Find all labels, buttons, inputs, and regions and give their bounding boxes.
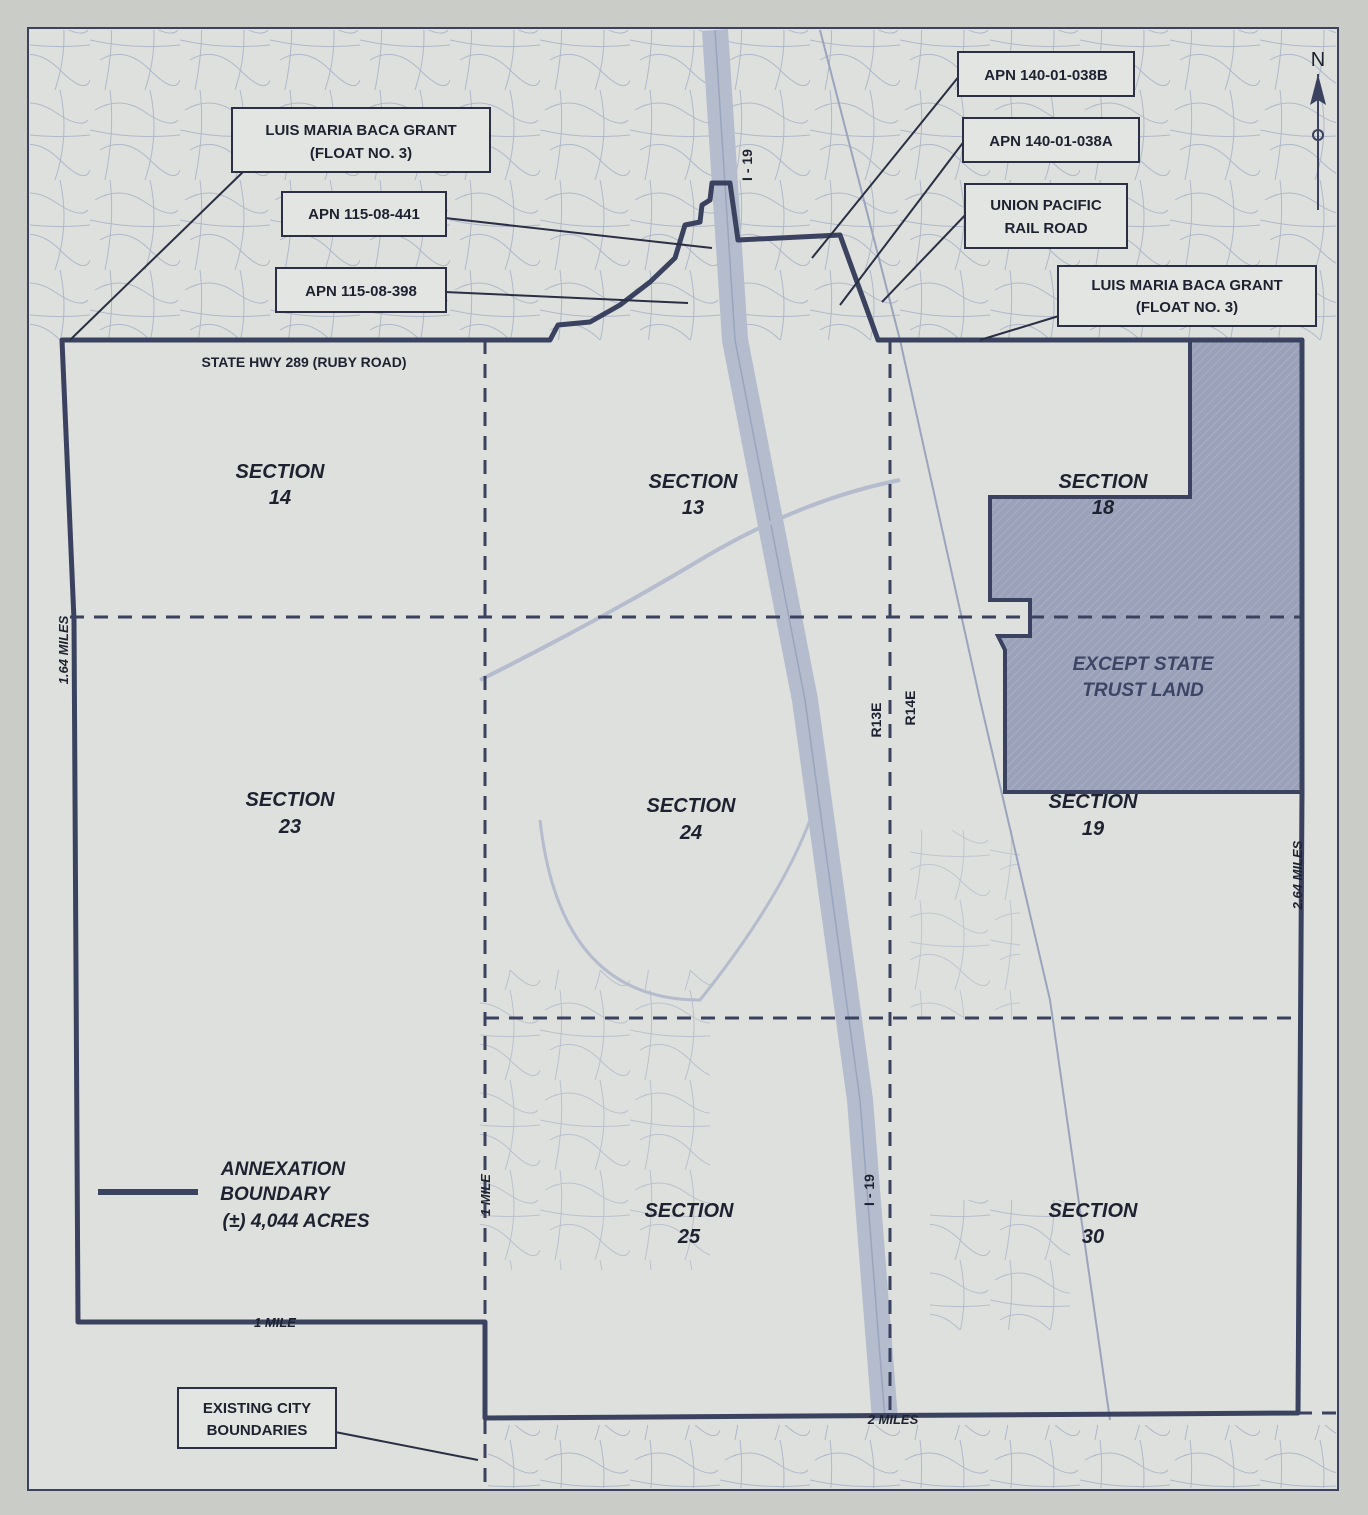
annexation-boundary <box>59 180 1305 1421</box>
road-label-ruby-road: STATE HWY 289 (RUBY ROAD) <box>201 354 406 370</box>
callout-line1: LUIS MARIA BACA GRANT <box>1091 277 1282 294</box>
svg-text:SECTION: SECTION <box>645 1200 734 1222</box>
section-label-23: SECTION 23 <box>246 789 335 838</box>
svg-text:SECTION: SECTION <box>246 789 335 811</box>
dimension-left: 1.64 MILES <box>56 615 71 684</box>
svg-text:23: 23 <box>278 816 301 838</box>
callout-apn-398: APN 115-08-398 <box>275 267 447 313</box>
svg-text:SECTION: SECTION <box>647 795 736 817</box>
subdivision-area-east <box>910 830 1020 1020</box>
callout-label: APN 115-08-441 <box>308 206 420 223</box>
subdivision-area-se <box>930 1200 1070 1330</box>
svg-text:24: 24 <box>679 822 702 844</box>
i19-centerline <box>714 29 886 1421</box>
callout-line1: EXISTING CITY <box>203 1400 311 1417</box>
section-label-13: SECTION 13 <box>649 471 738 519</box>
callout-existing-city: EXISTING CITY BOUNDARIES <box>177 1387 337 1449</box>
dimension-mid-vertical: 1 MILE <box>478 1174 493 1216</box>
trust-land-label: EXCEPT STATE TRUST LAND <box>1073 654 1215 701</box>
legend-line3: (±) 4,044 ACRES <box>223 1211 370 1232</box>
section-label-14: SECTION 14 <box>236 461 325 509</box>
svg-text:19: 19 <box>1082 818 1105 840</box>
map-legend: ANNEXATION BOUNDARY (±) 4,044 ACRES <box>98 1159 370 1232</box>
svg-text:SECTION: SECTION <box>649 471 738 493</box>
dimension-bottom: 2 MILES <box>867 1412 919 1427</box>
local-road <box>479 478 901 682</box>
legend-line2: BOUNDARY <box>220 1184 332 1205</box>
callout-apn-038b: APN 140-01-038B <box>957 51 1135 97</box>
callout-luis-grant-right: LUIS MARIA BACA GRANT (FLOAT NO. 3) <box>1057 265 1317 327</box>
railroad-line <box>819 29 1111 1421</box>
range-label-r14e: R14E <box>902 690 918 725</box>
svg-text:TRUST LAND: TRUST LAND <box>1082 680 1204 701</box>
section-label-18: SECTION 18 <box>1059 471 1148 519</box>
svg-text:14: 14 <box>269 487 291 509</box>
svg-text:SECTION: SECTION <box>1049 791 1138 813</box>
svg-text:SECTION: SECTION <box>1059 471 1148 493</box>
callout-apn-038a: APN 140-01-038A <box>962 117 1140 163</box>
dimension-right: 2.64 MILES <box>1290 840 1305 910</box>
callout-label: APN 140-01-038A <box>989 133 1113 150</box>
callout-line1: LUIS MARIA BACA GRANT <box>265 122 456 139</box>
callout-leaders <box>69 74 1063 1461</box>
road-label-i19-north: I - 19 <box>739 149 755 181</box>
svg-text:SECTION: SECTION <box>1049 1200 1138 1222</box>
callout-line2: RAIL ROAD <box>1004 220 1087 237</box>
legend-line1: ANNEXATION <box>220 1159 346 1180</box>
section-label-30: SECTION 30 <box>1049 1200 1138 1248</box>
svg-text:25: 25 <box>677 1226 701 1248</box>
svg-text:18: 18 <box>1092 497 1115 519</box>
road-label-i19-south: I - 19 <box>861 1174 877 1206</box>
callout-label: APN 140-01-038B <box>984 67 1108 84</box>
section-label-25: SECTION 25 <box>645 1200 734 1248</box>
section-label-19: SECTION 19 <box>1049 791 1138 840</box>
range-label-r13e: R13E <box>868 702 884 737</box>
svg-text:13: 13 <box>682 497 704 519</box>
southern-residential-area <box>488 1425 1336 1488</box>
svg-text:EXCEPT STATE: EXCEPT STATE <box>1073 654 1215 675</box>
north-arrow-icon: N <box>1310 49 1326 210</box>
svg-text:SECTION: SECTION <box>236 461 325 483</box>
callout-luis-grant-left: LUIS MARIA BACA GRANT (FLOAT NO. 3) <box>231 107 491 173</box>
callout-line2: (FLOAT NO. 3) <box>1136 299 1238 316</box>
north-label: N <box>1311 49 1325 71</box>
callout-apn-441: APN 115-08-441 <box>281 191 447 237</box>
callout-line2: (FLOAT NO. 3) <box>310 145 412 162</box>
callout-union-pacific: UNION PACIFIC RAIL ROAD <box>964 183 1128 249</box>
dimension-bottom-left: 1 MILE <box>254 1315 296 1330</box>
section-grid <box>70 340 1336 1490</box>
svg-text:30: 30 <box>1082 1226 1104 1248</box>
local-road <box>538 819 812 1002</box>
callout-label: APN 115-08-398 <box>305 283 417 300</box>
callout-line1: UNION PACIFIC <box>990 197 1102 214</box>
subdivision-area-sw <box>480 970 710 1270</box>
section-label-24: SECTION 24 <box>647 795 736 844</box>
callout-line2: BOUNDARIES <box>207 1422 308 1439</box>
